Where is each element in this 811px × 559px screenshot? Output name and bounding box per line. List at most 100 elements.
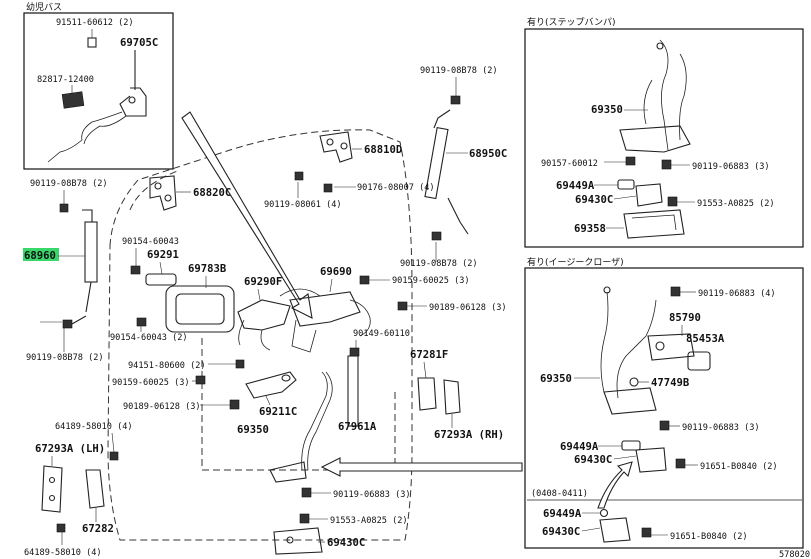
label-90119-06883-main: 90119-06883 (3)	[333, 490, 411, 500]
kids-bus-caption: 幼児バス	[26, 1, 62, 13]
label-82817-12400: 82817-12400	[37, 75, 94, 85]
label-64189-58010-top: 64189-58010 (4)	[55, 422, 133, 432]
label-91553-A0825-step: 91553-A0825 (2)	[697, 199, 775, 209]
part-85790-motor	[647, 333, 695, 361]
label-85790: 85790	[669, 312, 701, 324]
part-67282-stopper	[85, 469, 105, 509]
label-90189-06128-low: 90189-06128 (3)	[123, 402, 201, 412]
bolt-90154-60043-top	[130, 265, 141, 275]
label-85453A: 85453A	[686, 333, 725, 345]
bolt-90189-06128-low	[229, 399, 240, 410]
part-69211C-outside-handle	[245, 371, 297, 399]
kids-bus-handle-assembly	[47, 37, 147, 163]
arrow-from-step-inset	[181, 111, 313, 319]
bolt-90159-60025-mid	[359, 275, 370, 285]
label-90149-60110: 90149-60110	[353, 329, 410, 339]
part-67961A-weatherstrip	[347, 355, 359, 427]
label-69705C: 69705C	[120, 37, 158, 49]
right-damper-68950C	[424, 95, 469, 241]
label-69430C-ec: 69430C	[574, 454, 612, 466]
label-69358: 69358	[574, 223, 606, 235]
label-69783B: 69783B	[188, 263, 226, 275]
kids-bus-label-plate	[61, 91, 85, 109]
label-90157-60012: 90157-60012	[541, 159, 598, 169]
part-69430C-ec-closer	[635, 447, 667, 473]
label-64189-58010-bot: 64189-58010 (4)	[24, 548, 102, 558]
label-69690: 69690	[320, 266, 352, 278]
easy-closer-inset-box	[524, 267, 804, 549]
bolt-91553-A0825-step	[667, 196, 678, 207]
part-69430C-main-closer	[273, 527, 323, 555]
label-90119-06883-step: 90119-06883 (3)	[692, 162, 770, 172]
label-68950C: 68950C	[469, 148, 507, 160]
label-67293A-RH: 67293A (RH)	[434, 429, 504, 441]
label-69430C-main: 69430C	[327, 537, 365, 549]
bolt-90119-06883-main	[301, 487, 312, 498]
part-85453A-connector	[687, 351, 711, 371]
bolt-91553-A0825-main	[299, 513, 310, 524]
step-bumper-inset-box	[524, 28, 804, 248]
part-69690-lock-control	[279, 288, 371, 353]
label-69449A-ec: 69449A	[560, 441, 599, 453]
upper-hinge-68810D	[294, 131, 353, 193]
kids-bus-inset-box	[23, 12, 174, 170]
bolt-90149-60110	[349, 347, 360, 357]
label-68810D: 68810D	[364, 144, 402, 156]
label-67281F: 67281F	[410, 349, 448, 361]
label-91651-B0840-ec2: 91651-B0840 (2)	[670, 532, 748, 542]
part-67281F-bracket	[417, 377, 437, 411]
label-90154-60043-top: 90154-60043	[122, 237, 179, 247]
part-69783B-garnish	[165, 285, 235, 333]
easy-closer-caption: 有り(イージークローザ)	[527, 256, 624, 268]
bolt-91651-B0840-ec	[675, 458, 686, 469]
bolt-90189-06128-mid	[397, 301, 408, 311]
left-hinge-68820C	[149, 175, 177, 211]
easy-closer-cable-assembly	[600, 286, 657, 415]
label-90119-08061: 90119-08061 (4)	[264, 200, 342, 210]
back-door-inner-line	[129, 169, 181, 211]
highlight-68960	[23, 248, 59, 261]
part-69449A-step-rod	[617, 179, 635, 190]
part-69358-cover	[623, 209, 685, 239]
label-47749B: 47749B	[651, 377, 689, 389]
label-91651-B0840-ec: 91651-B0840 (2)	[700, 462, 778, 472]
part-69350-main-cable	[269, 371, 333, 483]
bolt-64189-58010-top	[109, 451, 119, 461]
label-90119-08B78-lower: 90119-08B78 (2)	[26, 353, 104, 363]
label-90154-60043-bot: 90154-60043 (2)	[110, 333, 188, 343]
part-69430C-ec2-closer	[599, 517, 631, 543]
arrow-to-easy-closer	[320, 457, 523, 477]
label-90119-06883-ec-top: 90119-06883 (4)	[698, 289, 776, 299]
bolt-64189-58010-bot	[56, 523, 66, 533]
part-69430C-step-closer	[635, 183, 663, 207]
label-69430C-ec2: 69430C	[542, 526, 580, 538]
part-69290F-handle-link	[237, 299, 291, 351]
label-90119-08B78-top: 90119-08B78 (2)	[420, 66, 498, 76]
bolt-90119-06883-ec-top	[670, 286, 681, 297]
label-69350-step: 69350	[591, 104, 623, 116]
label-94151-80600: 94151-80600 (2)	[128, 361, 206, 371]
bolt-91651-B0840-ec2	[641, 527, 652, 538]
part-67293A-LH-stopper	[41, 465, 63, 513]
corner-code: 578020	[779, 550, 810, 559]
label-69350-main: 69350	[237, 424, 269, 436]
bolt-90119-06883-ec-mid	[659, 420, 670, 431]
label-90119-06883-ec-mid: 90119-06883 (3)	[682, 423, 760, 433]
back-door-outline	[107, 129, 413, 541]
label-67961A: 67961A	[338, 421, 377, 433]
label-90159-60025-low: 90159-60025 (3)	[112, 378, 190, 388]
bolt-90119-06883-step	[661, 159, 672, 170]
label-90119-08B78-left: 90119-08B78 (2)	[30, 179, 108, 189]
label-90176-08007: 90176-08007 (4)	[357, 183, 435, 193]
label-69449A-step: 69449A	[556, 180, 595, 192]
part-69449A-ec2-clip	[599, 508, 609, 518]
step-inset-cable-assembly	[619, 39, 691, 153]
label-69290F: 69290F	[244, 276, 282, 288]
label-90119-08B78-mid: 90119-08B78 (2)	[400, 259, 478, 269]
label-69430C-step: 69430C	[575, 194, 613, 206]
part-69291-lamp	[145, 273, 177, 286]
label-69350-ec: 69350	[540, 373, 572, 385]
bolt-90154-60043-bot	[136, 317, 147, 327]
label-68820C: 68820C	[193, 187, 231, 199]
